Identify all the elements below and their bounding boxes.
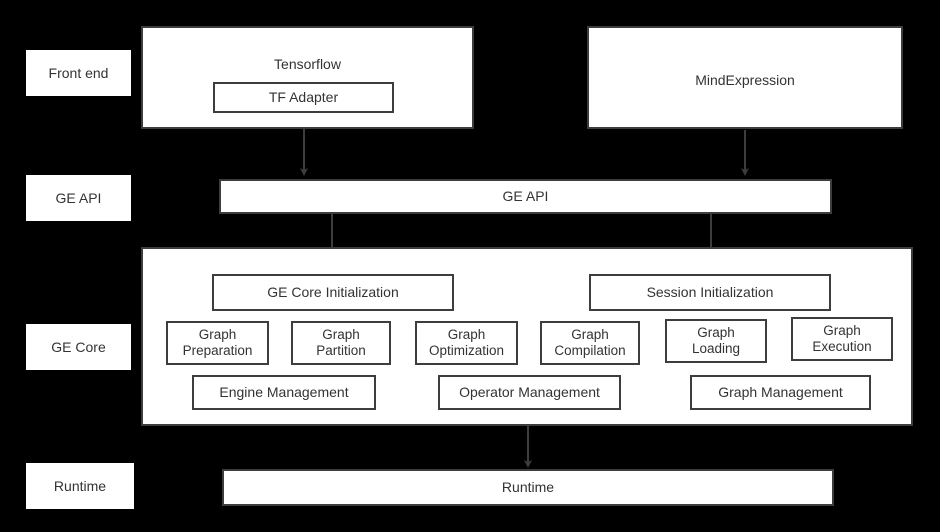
graph-compilation-line2: Compilation (554, 343, 626, 358)
engine-management-label: Engine Management (219, 384, 349, 401)
stage-label-front-end: Front end (26, 50, 131, 96)
group-tensorflow[interactable]: Tensorflow (141, 26, 474, 129)
graph-compilation-line1: Graph (571, 327, 609, 343)
stage-label-ge-api: GE API (26, 175, 131, 221)
tf-adapter-box[interactable]: TF Adapter (213, 82, 394, 113)
stage-label-ge-core-text: GE Core (51, 338, 106, 355)
graph-compilation-box[interactable]: Graph Compilation (540, 321, 640, 365)
operator-management-label: Operator Management (459, 384, 600, 401)
runtime-bar[interactable]: Runtime (222, 469, 834, 506)
graph-partition-label: Graph Partition (316, 327, 366, 359)
group-mindexpression-title: MindExpression (695, 72, 795, 88)
graph-execution-line1: Graph (823, 323, 861, 339)
graph-loading-label: Graph Loading (692, 325, 740, 357)
graph-preparation-line1: Graph (198, 327, 237, 343)
ge-core-initialization-box[interactable]: GE Core Initialization (212, 274, 454, 311)
ge-api-bar[interactable]: GE API (219, 179, 832, 214)
graph-management-label: Graph Management (718, 384, 843, 401)
stage-label-runtime-text: Runtime (53, 477, 107, 494)
graph-compilation-label: Graph Compilation (554, 327, 625, 359)
graph-partition-box[interactable]: Graph Partition (291, 321, 391, 365)
ge-api-bar-label: GE API (502, 188, 549, 205)
graph-execution-line2: Execution (812, 339, 872, 354)
stage-label-ge-api-text: GE API (55, 189, 102, 206)
engine-management-box[interactable]: Engine Management (192, 375, 376, 410)
operator-management-box[interactable]: Operator Management (438, 375, 621, 410)
group-tensorflow-title: Tensorflow (274, 56, 341, 72)
graph-execution-label: Graph Execution (812, 323, 871, 355)
runtime-bar-label: Runtime (501, 479, 555, 496)
tf-adapter-label: TF Adapter (268, 89, 339, 106)
graph-management-box[interactable]: Graph Management (690, 375, 871, 410)
ge-core-initialization-label: GE Core Initialization (267, 284, 399, 301)
graph-preparation-line2: Preparation (182, 343, 253, 358)
stage-label-front-end-text: Front end (48, 64, 109, 81)
graph-preparation-box[interactable]: Graph Preparation (166, 321, 269, 365)
session-initialization-box[interactable]: Session Initialization (589, 274, 831, 311)
group-mindexpression[interactable]: MindExpression (587, 26, 903, 129)
graph-optimization-box[interactable]: Graph Optimization (415, 321, 518, 365)
graph-optimization-line2: Optimization (428, 343, 505, 358)
graph-loading-box[interactable]: Graph Loading (665, 319, 767, 363)
stage-label-runtime: Runtime (26, 463, 134, 509)
graph-loading-line2: Loading (691, 341, 741, 356)
graph-execution-box[interactable]: Graph Execution (791, 317, 893, 361)
session-initialization-label: Session Initialization (646, 284, 774, 301)
graph-partition-line1: Graph (322, 327, 360, 343)
graph-optimization-line1: Graph (447, 327, 486, 343)
graph-preparation-label: Graph Preparation (183, 327, 253, 359)
graph-partition-line2: Partition (316, 343, 366, 358)
stage-label-ge-core: GE Core (26, 324, 131, 370)
graph-loading-line1: Graph (697, 325, 735, 341)
graph-optimization-label: Graph Optimization (429, 327, 504, 359)
